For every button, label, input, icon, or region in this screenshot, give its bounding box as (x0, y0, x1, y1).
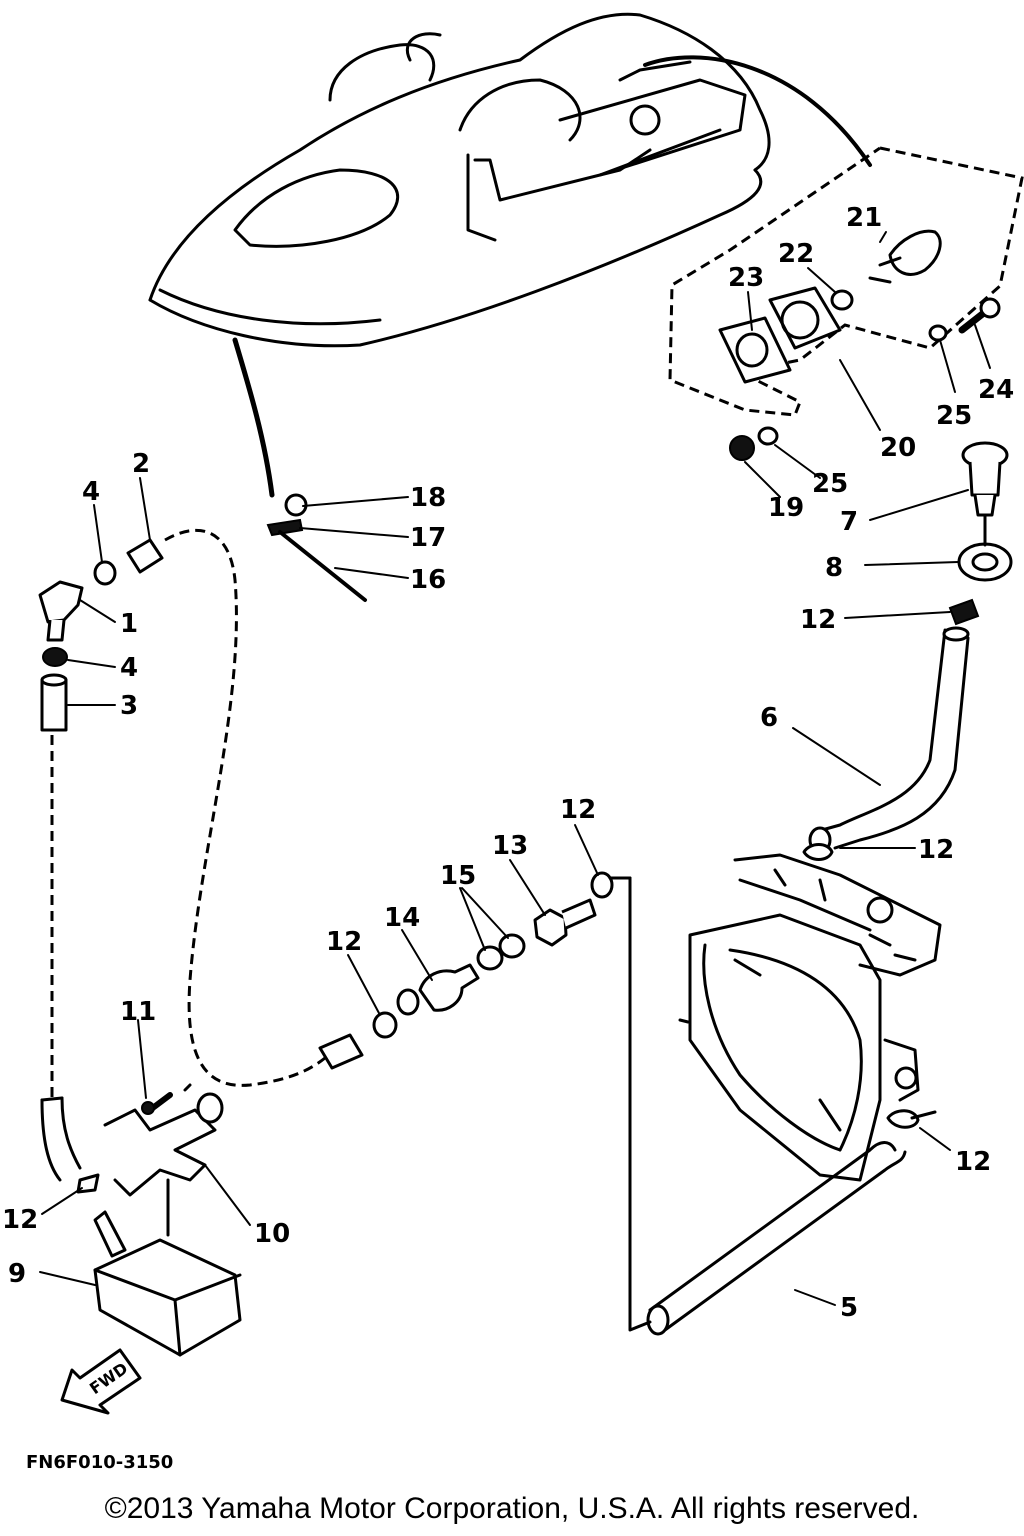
part-25-washer-upper (928, 324, 948, 342)
part-10-bracket (103, 1108, 217, 1237)
callout-5: 5 (840, 1293, 858, 1323)
callout-7: 7 (840, 507, 858, 537)
callout-12-hose6-top: 12 (800, 605, 836, 635)
callout-labels: 2 4 1 4 3 18 17 16 21 22 23 24 25 20 25 … (2, 203, 1014, 1323)
callout-12-lower-right: 12 (955, 1147, 991, 1177)
part-16-rod (278, 530, 367, 602)
part-4-clamp-lower (42, 647, 68, 667)
part-3-tube (40, 673, 68, 732)
part-17-holder (266, 518, 304, 537)
part-21-sensor (868, 229, 942, 284)
part-9-box (93, 1210, 242, 1357)
figure-code: FN6F010-3150 (26, 1452, 173, 1473)
callout-18: 18 (410, 483, 446, 513)
callout-24: 24 (978, 375, 1014, 405)
detail-boundary (668, 146, 1024, 417)
clamp-near-bracket (183, 1083, 224, 1124)
part-19-nut (729, 435, 755, 461)
callout-10: 10 (254, 1219, 290, 1249)
leader-lines (39, 231, 991, 1306)
part-20-housing (768, 286, 842, 350)
part-5-hose (646, 1141, 907, 1336)
part-11-screw (141, 1092, 173, 1115)
left-hose-section (40, 1096, 82, 1182)
part-24-bolt (958, 297, 1001, 334)
callout-4-upper: 4 (82, 477, 100, 507)
callout-23: 23 (728, 263, 764, 293)
callout-12-center-right: 12 (560, 795, 596, 825)
part-1-elbow (38, 580, 84, 642)
callout-12-hose6-bottom: 12 (918, 835, 954, 865)
callout-21: 21 (846, 203, 882, 233)
callout-19: 19 (768, 493, 804, 523)
callout-6: 6 (760, 703, 778, 733)
part-6-hose (808, 626, 970, 854)
part-12-clamp-lower-right (886, 1109, 920, 1129)
callout-1: 1 (120, 609, 138, 639)
callout-25-upper: 25 (936, 401, 972, 431)
callout-4-lower: 4 (120, 653, 138, 683)
callout-2: 2 (132, 449, 150, 479)
part-12-clamp-hose6-bottom (802, 843, 834, 861)
callout-9: 9 (8, 1259, 26, 1289)
part-12-clamp-center-left (372, 1011, 398, 1039)
fwd-direction-arrow: FWD (60, 1348, 142, 1415)
callout-17: 17 (410, 523, 446, 553)
part-15-washers (476, 933, 526, 971)
part-4-clamp-upper (93, 560, 117, 586)
callout-11: 11 (120, 997, 156, 1027)
part-2-sleeve (126, 538, 164, 574)
callout-14: 14 (384, 903, 420, 933)
callout-20: 20 (880, 433, 916, 463)
part-13-fitting (533, 898, 597, 947)
part-12-clamp-left (76, 1173, 100, 1194)
part-8-seal (957, 542, 1013, 582)
callout-8: 8 (825, 553, 843, 583)
part-14-valve (396, 963, 480, 1016)
callout-22: 22 (778, 239, 814, 269)
callout-16: 16 (410, 565, 446, 595)
part-12-clamp-center-right (590, 871, 632, 899)
part-22-o-ring (830, 289, 854, 311)
part-25-washer-lower (757, 426, 779, 446)
part-12-clamp-hose6-top (948, 598, 980, 626)
part-7-fitting (961, 441, 1009, 517)
callout-25-lower: 25 (812, 469, 848, 499)
watercraft-hull (148, 12, 872, 498)
hose-long (164, 528, 326, 1087)
hose-center-short (318, 1033, 364, 1070)
copyright-notice: ©2013 Yamaha Motor Corporation, U.S.A. A… (104, 1492, 920, 1525)
callout-13: 13 (492, 831, 528, 861)
callout-12-left: 12 (2, 1205, 38, 1235)
jet-pump-housing (678, 853, 942, 1182)
callout-12-center-left: 12 (326, 927, 362, 957)
callout-3: 3 (120, 691, 138, 721)
callout-15: 15 (440, 861, 476, 891)
part-23-gasket (718, 316, 792, 384)
